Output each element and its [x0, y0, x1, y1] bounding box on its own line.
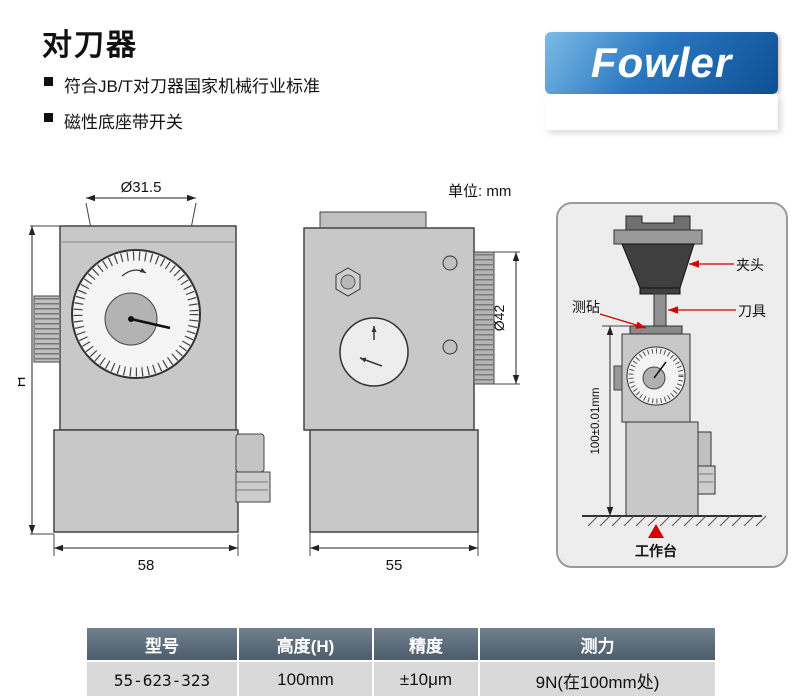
header-height: 高度(H) [239, 628, 372, 660]
side-base [309, 429, 479, 533]
spindle-handle [625, 215, 691, 231]
front-view-drawing: Ø31.5 H [18, 179, 271, 574]
height-dim-label: H [18, 377, 29, 388]
wheel-diameter-dimension: Ø42 [491, 251, 520, 385]
side-view-drawing: Ø42 55 [303, 211, 520, 574]
header-accuracy: 精度 [374, 628, 478, 660]
spec-table-header-row: 型号 高度(H) 精度 测力 [87, 628, 715, 660]
header-model: 型号 [87, 628, 237, 660]
callout-anvil: 测砧 [572, 299, 647, 329]
logo-lower-area [545, 94, 778, 130]
cell-accuracy: ±10μm [374, 662, 478, 696]
callout-chuck: 夹头 [689, 257, 764, 273]
chuck-assembly [613, 215, 703, 327]
callout-tool: 刀具 [668, 303, 766, 319]
logo-blue-box: Fowler [545, 32, 778, 94]
cutting-tool [653, 293, 667, 327]
side-rotary-dial [339, 317, 409, 387]
anvil-label: 测砧 [572, 299, 600, 315]
side-width-dimension: 55 [309, 532, 479, 574]
brand-name: Fowler [590, 39, 733, 86]
worktable-pointer-icon [648, 524, 664, 538]
height-dimension: H [18, 225, 60, 535]
dial-direction-arrow [121, 267, 147, 277]
hatch-pattern [587, 515, 767, 527]
cell-model: 55-623-323 [87, 662, 237, 696]
front-width-dimension: 58 [53, 534, 239, 574]
front-width-dim-label: 58 [138, 557, 155, 574]
cell-height: 100mm [239, 662, 372, 696]
side-width-dim-label: 55 [386, 557, 403, 574]
feature-list: 符合JB/T对刀器国家机械行业标准 磁性底座带开关 [42, 72, 320, 144]
application-drawing: 工作台 100±0.01mm 夹头 刀具 测砧 [572, 215, 767, 559]
chuck-cone [621, 243, 695, 289]
application-panel: 工作台 100±0.01mm 夹头 刀具 测砧 [556, 202, 788, 568]
gauge-height-dim-label: 100±0.01mm [590, 387, 602, 454]
gauge-height-dimension: 100±0.01mm [590, 325, 630, 516]
side-screw-top [442, 255, 458, 271]
header-force: 测力 [480, 628, 715, 660]
spec-table-data-row: 55-623-323 100mm ±10μm 9N(在100mm处) [87, 662, 715, 696]
wheel-diameter-dim-label: Ø42 [491, 305, 507, 332]
feature-item-standard: 符合JB/T对刀器国家机械行业标准 [42, 72, 320, 97]
page-title: 对刀器 [42, 29, 138, 62]
chuck-label: 夹头 [736, 257, 764, 273]
side-hex-nut [335, 267, 361, 297]
tool-setter-mini [613, 325, 716, 517]
unit-label: 单位: mm [448, 183, 512, 200]
front-clamp-block [235, 433, 265, 473]
front-clamp-plate [235, 471, 271, 503]
worktable-ground: 工作台 [582, 515, 767, 559]
dial-indicator [71, 249, 201, 379]
pointer-arrow-icon [359, 357, 383, 367]
fowler-logo: Fowler [545, 32, 778, 130]
worktable-label: 工作台 [635, 543, 677, 559]
side-knurled-wheel [473, 251, 495, 385]
dial-diameter-dim-label: Ø31.5 [121, 179, 162, 196]
front-base [53, 429, 271, 533]
front-knurled-knob [33, 295, 61, 363]
spec-table: 型号 高度(H) 精度 测力 55-623-323 100mm ±10μm 9N… [85, 626, 717, 696]
anvil [629, 325, 683, 335]
dial-needle [130, 317, 171, 330]
feature-item-magnetic: 磁性底座带开关 [42, 108, 320, 133]
side-top-stem [319, 211, 427, 229]
tool-label: 刀具 [738, 303, 766, 319]
spindle-collar [613, 229, 703, 245]
side-screw-bottom [442, 339, 458, 355]
dial-tick-marks [73, 251, 199, 377]
cell-force: 9N(在100mm处) [480, 662, 715, 696]
